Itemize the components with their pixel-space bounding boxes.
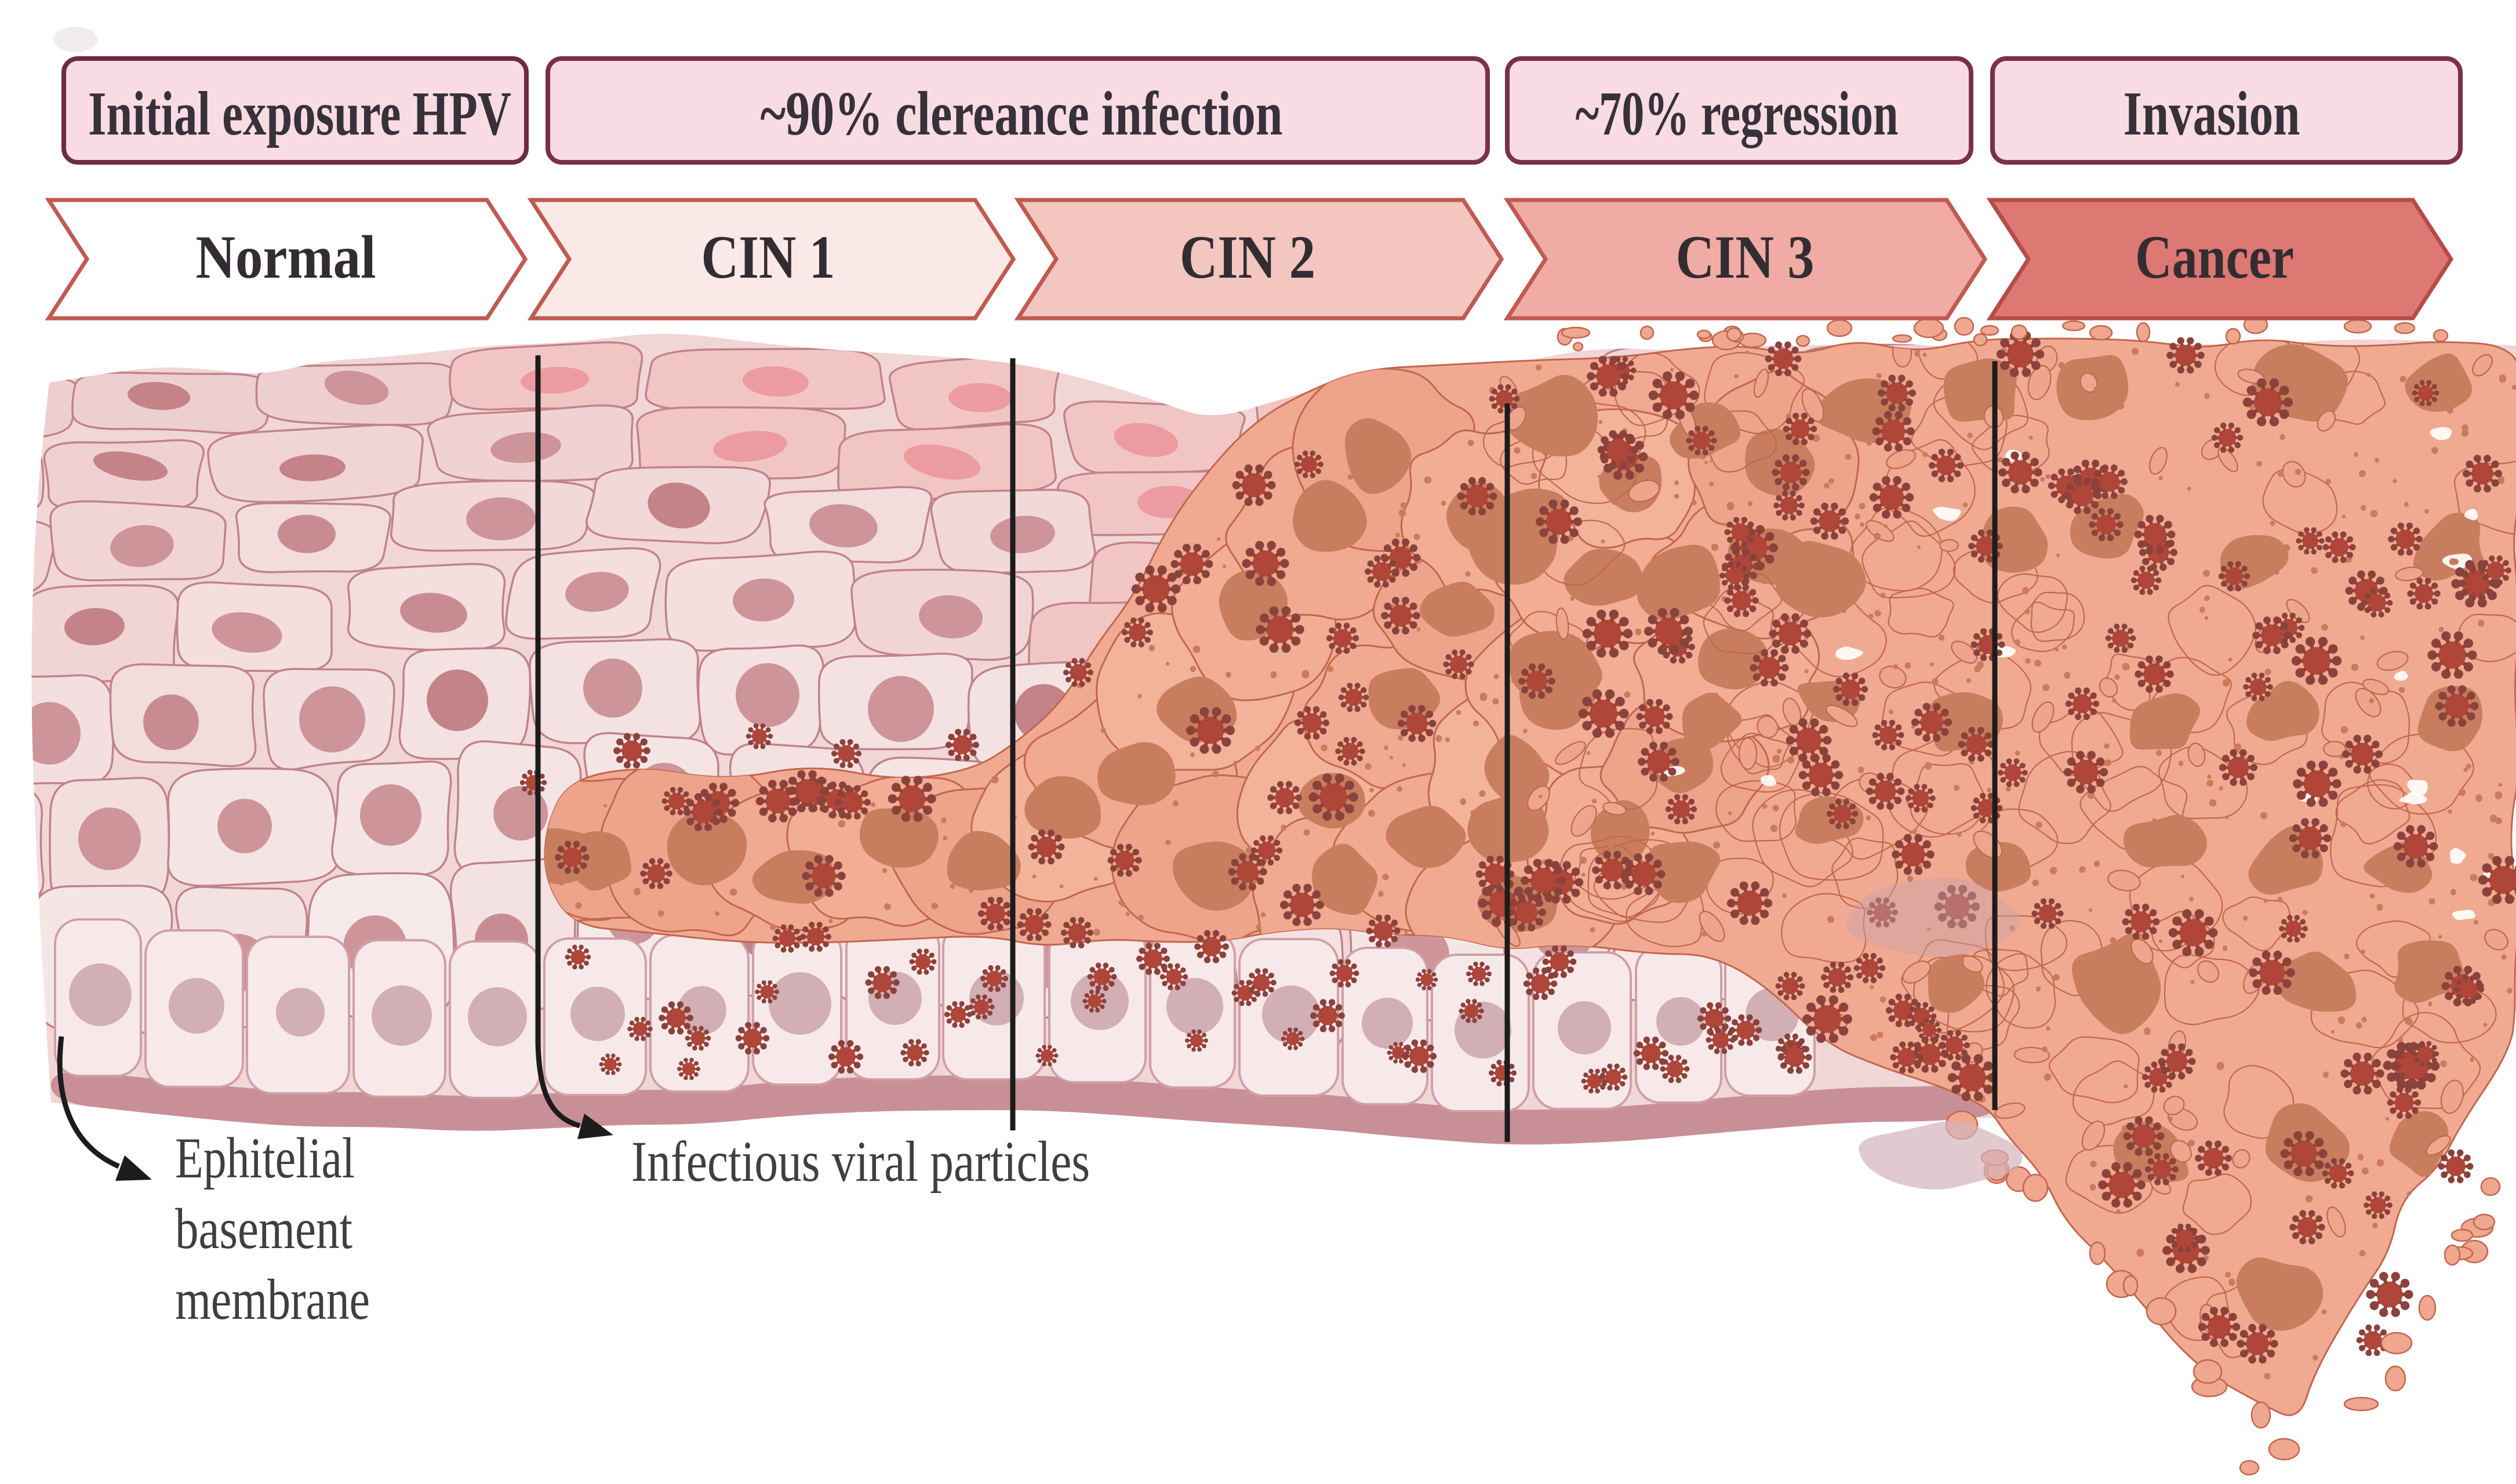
svg-text:Normal: Normal: [196, 223, 376, 291]
svg-text:Cancer: Cancer: [2135, 223, 2294, 291]
svg-text:CIN 3: CIN 3: [1676, 223, 1815, 291]
svg-text:Ephitelial: Ephitelial: [175, 1126, 355, 1190]
svg-text:Invasion: Invasion: [2124, 79, 2300, 148]
svg-text:CIN 2: CIN 2: [1180, 223, 1315, 291]
svg-text:membrane: membrane: [175, 1267, 370, 1332]
svg-text:Initial exposure HPV: Initial exposure HPV: [88, 79, 511, 148]
svg-text:Infectious viral particles: Infectious viral particles: [631, 1129, 1090, 1194]
svg-text:~90% clereance infection: ~90% clereance infection: [761, 79, 1283, 148]
svg-text:CIN 1: CIN 1: [701, 223, 835, 291]
svg-text:~70% regression: ~70% regression: [1576, 79, 1899, 148]
svg-text:basement: basement: [175, 1196, 352, 1261]
